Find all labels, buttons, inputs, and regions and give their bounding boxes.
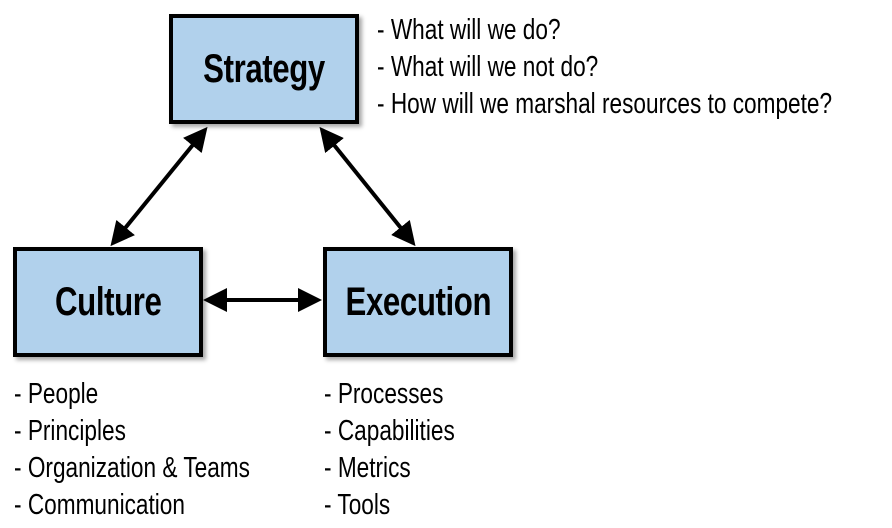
note: - Processes (324, 378, 444, 410)
note: - People (14, 378, 99, 410)
execution-notes: - Processes - Capabilities - Metrics - T… (324, 376, 492, 524)
note: - Communication (14, 489, 185, 521)
note: - Metrics (324, 452, 411, 484)
note: - Tools (324, 489, 391, 521)
culture-label: Culture (54, 279, 162, 324)
note: - What will we do? (377, 14, 561, 46)
note: - Organization & Teams (14, 452, 250, 484)
culture-box: Culture (13, 247, 203, 357)
arrow-strategy-execution (319, 126, 416, 247)
culture-notes: - People - Principles - Organization & T… (14, 376, 317, 524)
note: - What will we not do? (377, 51, 599, 83)
strategy-notes: - What will we do? - What will we not do… (377, 12, 892, 123)
note: - Principles (14, 415, 126, 447)
execution-box: Execution (323, 247, 513, 357)
note: - How will we marshal resources to compe… (377, 88, 833, 120)
execution-label: Execution (345, 279, 491, 324)
strategy-label: Strategy (203, 46, 325, 91)
note: - Capabilities (324, 415, 455, 447)
arrow-strategy-culture (110, 126, 208, 247)
strategy-box: Strategy (169, 14, 359, 124)
